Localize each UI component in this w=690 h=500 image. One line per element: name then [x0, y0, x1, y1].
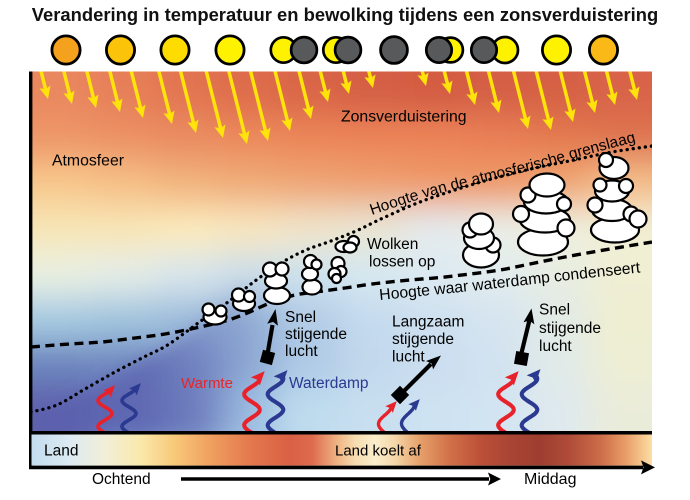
svg-text:Atmosfeer: Atmosfeer	[52, 153, 124, 170]
svg-text:lucht: lucht	[392, 349, 425, 366]
svg-text:Verandering in temperatuur en: Verandering in temperatuur en bewolking …	[32, 4, 658, 25]
svg-text:stijgende: stijgende	[539, 320, 601, 337]
svg-text:Warmte: Warmte	[181, 375, 233, 392]
svg-text:Land koelt af: Land koelt af	[335, 443, 422, 460]
svg-text:Land: Land	[44, 443, 78, 460]
svg-text:Snel: Snel	[539, 302, 570, 319]
svg-text:lucht: lucht	[285, 343, 318, 360]
svg-text:Waterdamp: Waterdamp	[289, 375, 369, 392]
svg-text:Middag: Middag	[524, 471, 576, 488]
svg-text:Wolken: Wolken	[367, 236, 418, 253]
svg-text:stijgende: stijgende	[392, 331, 454, 348]
svg-text:Snel: Snel	[285, 309, 316, 326]
svg-text:Ochtend: Ochtend	[92, 471, 151, 488]
svg-text:lossen op: lossen op	[369, 254, 435, 271]
svg-text:Langzaam: Langzaam	[392, 314, 464, 331]
svg-text:stijgende: stijgende	[285, 326, 347, 343]
svg-text:Zonsverduistering: Zonsverduistering	[341, 108, 467, 125]
svg-text:lucht: lucht	[539, 338, 572, 355]
